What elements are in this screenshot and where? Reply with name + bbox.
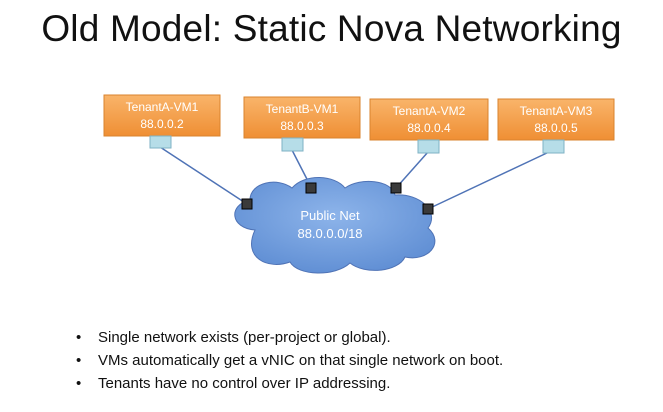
vm-box-1: TenantA-VM1 88.0.0.2 bbox=[103, 94, 221, 149]
port-2 bbox=[305, 182, 317, 194]
vm-ip: 88.0.0.4 bbox=[407, 121, 451, 135]
cloud-label: Public Net bbox=[300, 208, 360, 223]
bullet-dot: • bbox=[76, 375, 82, 392]
bullet-dot: • bbox=[76, 329, 82, 346]
cloud-ports bbox=[241, 182, 434, 215]
vnic-2 bbox=[281, 137, 304, 152]
vm-ip: 88.0.0.2 bbox=[140, 117, 184, 131]
vnic-4 bbox=[542, 139, 565, 154]
cloud-subnet: 88.0.0.0/18 bbox=[297, 226, 362, 241]
link-vm4 bbox=[427, 151, 550, 210]
bullet-dot: • bbox=[76, 352, 82, 369]
bullet-text: Single network exists (per-project or gl… bbox=[98, 329, 391, 346]
vm-box-2: TenantB-VM1 88.0.0.3 bbox=[243, 96, 361, 152]
bullet-list: • Single network exists (per-project or g… bbox=[70, 326, 503, 395]
vnic-1 bbox=[149, 135, 172, 149]
vm-ip: 88.0.0.5 bbox=[534, 121, 578, 135]
port-3 bbox=[390, 182, 402, 194]
link-lines bbox=[159, 146, 550, 210]
vm-name: TenantB-VM1 bbox=[266, 102, 339, 116]
bullet-item: • Tenants have no control over IP address… bbox=[70, 372, 503, 395]
vm-box-4: TenantA-VM3 88.0.0.5 bbox=[497, 98, 615, 154]
link-vm1 bbox=[159, 146, 248, 205]
vm-name: TenantA-VM2 bbox=[393, 104, 466, 118]
vm-name: TenantA-VM1 bbox=[126, 100, 199, 114]
port-1 bbox=[241, 198, 253, 210]
bullet-item: • VMs automatically get a vNIC on that si… bbox=[70, 349, 503, 372]
bullet-text: Tenants have no control over IP addressi… bbox=[98, 375, 391, 392]
vm-name: TenantA-VM3 bbox=[520, 104, 593, 118]
vm-ip: 88.0.0.3 bbox=[280, 119, 324, 133]
bullet-text: VMs automatically get a vNIC on that sin… bbox=[98, 352, 504, 369]
bullet-item: • Single network exists (per-project or g… bbox=[70, 326, 503, 349]
link-vm3 bbox=[395, 151, 429, 189]
vm-box-3: TenantA-VM2 88.0.0.4 bbox=[369, 98, 489, 154]
vnic-3 bbox=[417, 139, 440, 154]
slide-title: Old Model: Static Nova Networking bbox=[41, 8, 622, 49]
public-net-cloud: Public Net 88.0.0.0/18 bbox=[234, 177, 436, 274]
port-4 bbox=[422, 203, 434, 215]
